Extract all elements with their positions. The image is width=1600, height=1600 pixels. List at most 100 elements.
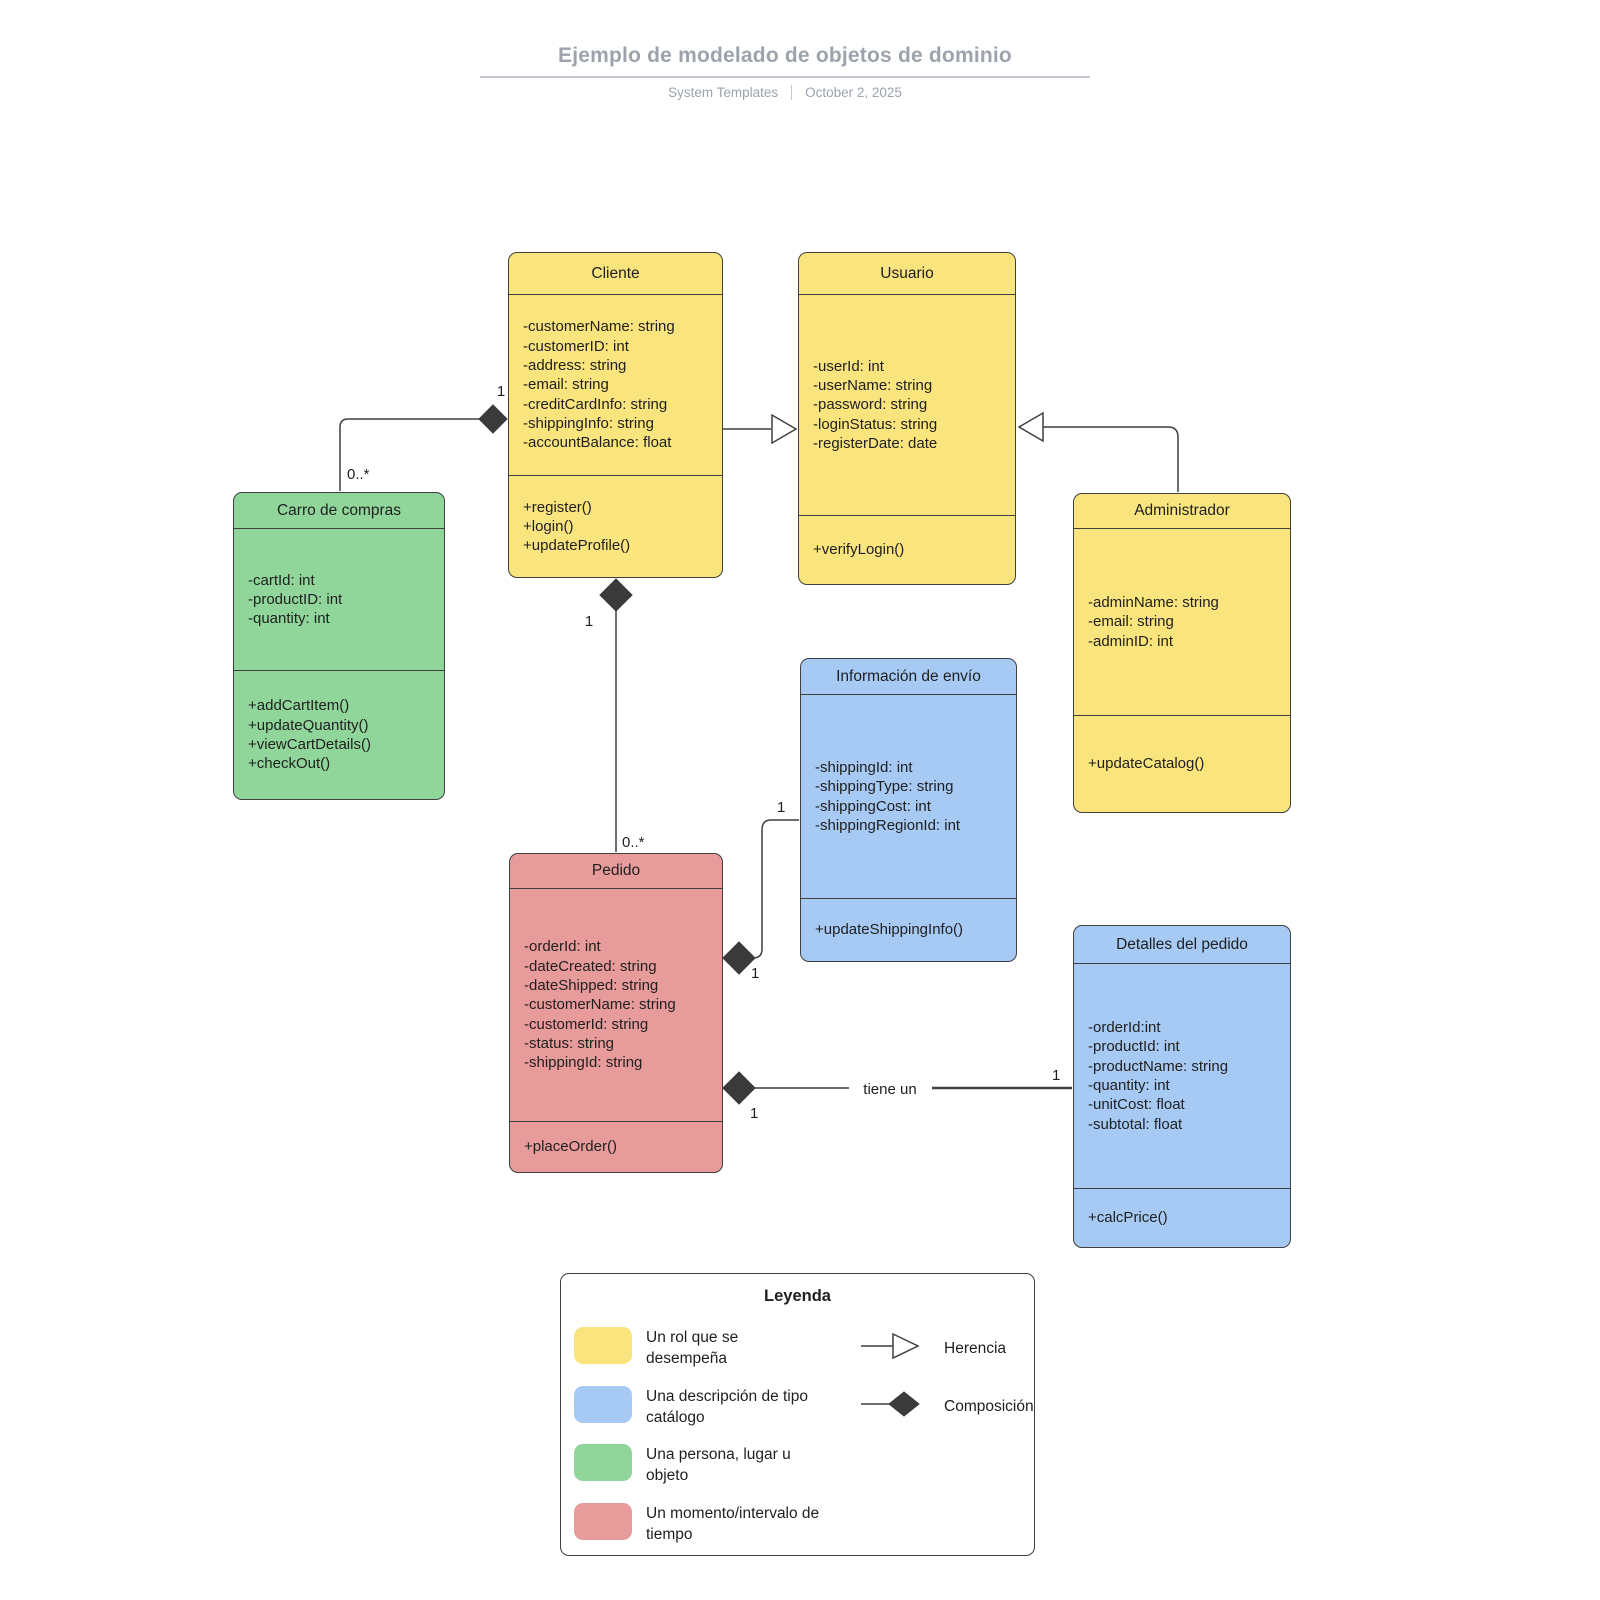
legend-item-label: Un momento/intervalo de tiempo: [646, 1505, 820, 1543]
attribute-line: -status: string: [524, 1034, 615, 1052]
inheritance-triangle-icon: [1017, 411, 1044, 443]
attribute-line: -creditCardInfo: string: [523, 395, 668, 413]
class-pedido-title: Pedido: [510, 854, 722, 889]
multiplicity-label: 1: [585, 613, 593, 630]
multiplicity-label: 1: [497, 383, 505, 400]
multiplicity-label: 1: [777, 799, 785, 816]
class-cliente-title: Cliente: [509, 253, 722, 295]
class-detalles-del-pedido: Detalles del pedido -orderId:int -produc…: [1073, 925, 1291, 1248]
composition-diamond-icon: [722, 1071, 756, 1105]
legend-box: Leyenda Un rol que se desempeña Una desc…: [560, 1273, 1035, 1556]
attribute-line: -address: string: [523, 357, 627, 375]
date-label: October 2, 2025: [805, 85, 902, 100]
attribute-line: -quantity: int: [248, 610, 330, 628]
subtitle-divider: [791, 85, 793, 100]
attribute-line: -orderId:int: [1088, 1019, 1161, 1037]
class-carro-de-compras: Carro de compras -cartId: int -productID…: [233, 492, 445, 800]
attribute-line: -dateCreated: string: [524, 957, 657, 975]
class-pedido-methods: +placeOrder(): [510, 1121, 722, 1172]
attribute-line: -subtotal: float: [1088, 1115, 1183, 1133]
inheritance-arrow-icon: [861, 1332, 921, 1360]
class-administrador-methods: +updateCatalog(): [1074, 715, 1290, 812]
class-usuario-attributes: -userId: int -userName: string -password…: [799, 295, 1015, 515]
class-administrador-title: Administrador: [1074, 494, 1290, 529]
class-usuario-title: Usuario: [799, 253, 1015, 295]
method-line: +register(): [523, 498, 592, 516]
attribute-line: -shippingId: string: [524, 1054, 643, 1072]
method-line: +updateQuantity(): [248, 716, 369, 734]
inheritance-cliente-usuario: [723, 413, 798, 445]
composition-cliente-carro: 1 0..*: [339, 383, 508, 491]
class-envio-methods: +updateShippingInfo(): [801, 898, 1016, 961]
class-envio-attributes: -shippingId: int -shippingType: string -…: [801, 695, 1016, 898]
author-label: System Templates: [668, 85, 779, 100]
attribute-line: -userId: int: [813, 357, 884, 375]
class-carro-title: Carro de compras: [234, 493, 444, 529]
inheritance-triangle-icon: [771, 413, 798, 445]
legend-swatch-blue: [574, 1386, 632, 1423]
attribute-line: -adminName: string: [1088, 594, 1219, 612]
attribute-line: -shippingCost: int: [815, 797, 931, 815]
class-detalles-attributes: -orderId:int -productId: int -productNam…: [1074, 964, 1290, 1188]
attribute-line: -orderId: int: [524, 938, 601, 956]
legend-swatch-red: [574, 1503, 632, 1540]
composition-diamond-icon: [478, 404, 508, 434]
method-line: +placeOrder(): [524, 1138, 617, 1156]
attribute-line: -shippingRegionId: int: [815, 816, 961, 834]
attribute-line: -productName: string: [1088, 1057, 1229, 1075]
attribute-line: -adminID: int: [1088, 632, 1174, 650]
method-line: +updateShippingInfo(): [815, 921, 964, 939]
page-title: Ejemplo de modelado de objetos de domini…: [558, 44, 1012, 67]
attribute-line: -userName: string: [813, 377, 933, 395]
legend-symbol-label: Herencia: [944, 1340, 1007, 1357]
multiplicity-label: 1: [1052, 1067, 1060, 1084]
legend-swatch-yellow: [574, 1327, 632, 1364]
attribute-line: -accountBalance: float: [523, 434, 672, 452]
multiplicity-label: 0..*: [622, 834, 645, 851]
class-administrador-attributes: -adminName: string -email: string -admin…: [1074, 529, 1290, 715]
composition-cliente-pedido: 1 0..*: [585, 578, 645, 852]
class-detalles-methods: +calcPrice(): [1074, 1188, 1290, 1247]
attribute-line: -registerDate: date: [813, 434, 938, 452]
connector-line: [752, 819, 799, 959]
legend-swatch-green: [574, 1444, 632, 1481]
method-line: +checkOut(): [248, 755, 331, 773]
connector-line: [339, 418, 479, 491]
class-usuario-methods: +verifyLogin(): [799, 515, 1015, 584]
page-subtitle: System Templates October 2, 2025: [480, 85, 1090, 100]
attribute-line: -loginStatus: string: [813, 415, 938, 433]
class-envio-title: Información de envío: [801, 659, 1016, 695]
class-carro-attributes: -cartId: int -productID: int -quantity: …: [234, 529, 444, 670]
multiplicity-label: 1: [751, 965, 759, 982]
legend-symbol-label: Composición: [944, 1398, 1034, 1415]
attribute-line: -cartId: int: [248, 571, 315, 589]
composition-pedido-informacion-envio: 1 1: [722, 799, 799, 982]
class-detalles-title: Detalles del pedido: [1074, 926, 1290, 964]
class-cliente-attributes: -customerName: string -customerID: int -…: [509, 295, 722, 475]
attribute-line: -shippingInfo: string: [523, 414, 654, 432]
class-pedido-attributes: -orderId: int -dateCreated: string -date…: [510, 889, 722, 1121]
class-cliente: Cliente -customerName: string -customerI…: [508, 252, 723, 578]
method-line: +calcPrice(): [1088, 1209, 1168, 1227]
method-line: +updateCatalog(): [1088, 755, 1205, 773]
attribute-line: -email: string: [523, 376, 609, 394]
composition-diamond-icon: [861, 1390, 921, 1418]
composition-pedido-detalles: tiene un 1 1: [722, 1067, 1072, 1122]
title-underline: [480, 76, 1090, 78]
attribute-line: -password: string: [813, 396, 928, 414]
attribute-line: -customerName: string: [524, 996, 676, 1014]
method-line: +updateProfile(): [523, 537, 631, 555]
attribute-line: -customerID: int: [523, 337, 629, 355]
method-line: +verifyLogin(): [813, 541, 905, 559]
class-usuario: Usuario -userId: int -userName: string -…: [798, 252, 1016, 585]
attribute-line: -unitCost: float: [1088, 1096, 1185, 1114]
legend-title: Leyenda: [764, 1287, 831, 1305]
multiplicity-label: 1: [750, 1105, 758, 1122]
attribute-line: -email: string: [1088, 613, 1174, 631]
attribute-line: -productId: int: [1088, 1038, 1180, 1056]
attribute-line: -shippingId: int: [815, 758, 913, 776]
inheritance-administrador-usuario: [1017, 411, 1179, 492]
attribute-line: -customerName: string: [523, 318, 675, 336]
class-cliente-methods: +register() +login() +updateProfile(): [509, 475, 722, 577]
